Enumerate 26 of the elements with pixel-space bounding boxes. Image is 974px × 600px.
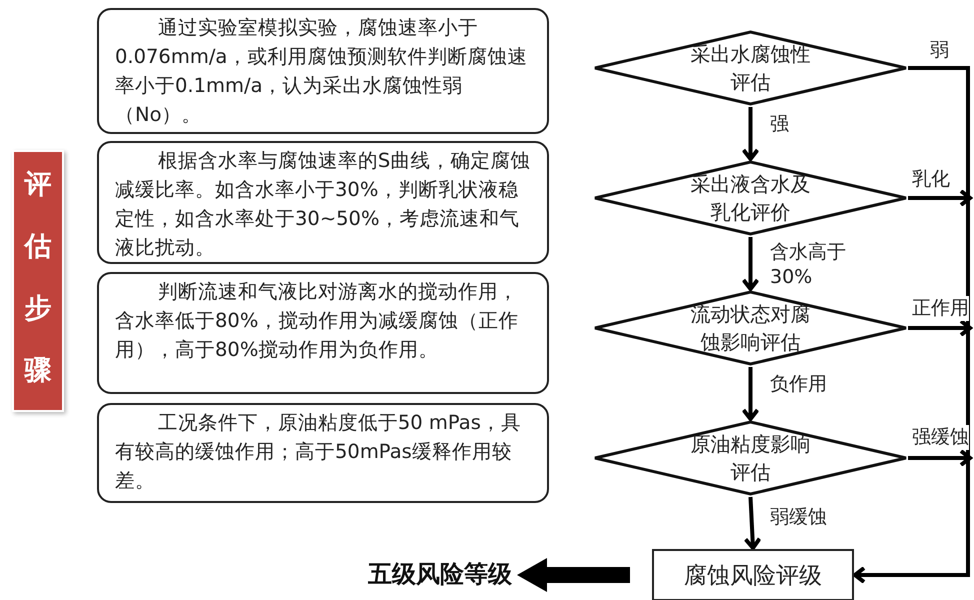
arrow — [742, 367, 760, 421]
note-box: 工况条件下，原油粘度低于50 mPas，具有较高的缓蚀作用；高于50mPas缓释作用较差。 — [97, 403, 549, 503]
arrow — [744, 496, 762, 550]
edge-label: 正作用 — [912, 296, 969, 321]
process-box: 腐蚀风险评级 — [652, 549, 854, 600]
arrow — [853, 66, 970, 584]
note-box: 根据含水率与腐蚀速率的S曲线，确定腐蚀减缓比率。如含水率小于30%，判断乳状液稳定性，如含水率处于30~50%，考虑流速和气液比扰动。 — [97, 141, 549, 264]
decision-diamond — [593, 30, 908, 106]
arrow — [517, 558, 630, 592]
result-label: 五级风险等级 — [368, 555, 544, 593]
arrow — [742, 237, 760, 291]
arrow — [742, 107, 760, 161]
diamond-label: 原油粘度影响评估 — [690, 431, 812, 486]
note-box: 通过实验室模拟实验，腐蚀速率小于0.076mm/a，或利用腐蚀预测软件判断腐蚀速率小于0.1mm/a，认为采出水腐蚀性弱（No）。 — [97, 8, 549, 134]
decision-diamond — [593, 420, 908, 496]
note-box: 判断流速和气液比对游离水的搅动作用，含水率低于80%，搅动作用为减缓腐蚀（正作用），高于80%搅动作用为负作用。 — [97, 272, 549, 394]
diamond-label: 流动状态对腐蚀影响评估 — [690, 301, 812, 356]
arrow — [908, 189, 972, 207]
edge-label: 强缓蚀 — [912, 425, 969, 450]
diamond-label: 采出水腐蚀性评估 — [690, 41, 812, 96]
arrow — [908, 449, 972, 467]
title-band: 评估步骤 — [12, 150, 64, 412]
decision-diamond — [593, 160, 908, 236]
diamond-label: 采出液含水及乳化评价 — [690, 171, 812, 226]
decision-diamond — [593, 290, 908, 366]
arrow — [908, 319, 972, 337]
